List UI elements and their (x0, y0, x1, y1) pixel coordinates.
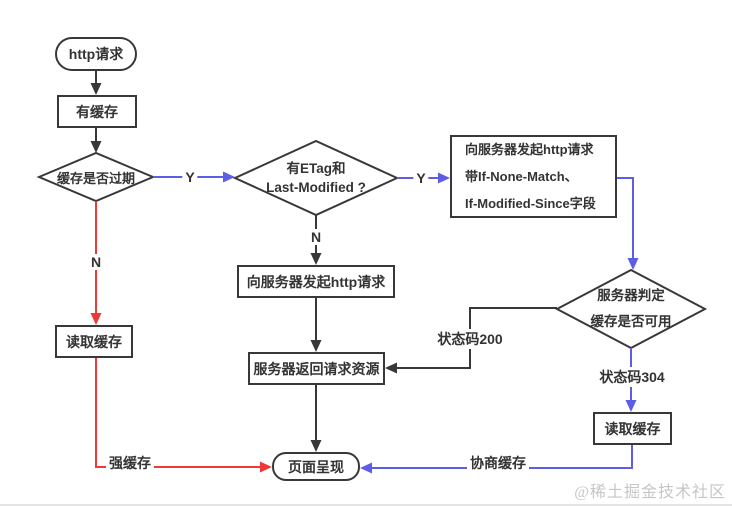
edge-label-status-200: 状态码200 (434, 329, 506, 349)
node-read-cache-left: 读取缓存 (55, 325, 133, 358)
edge-label-etag-no: N (307, 229, 325, 245)
edge-reqheaders-to-serverjudge (617, 177, 639, 270)
node-read-cache-right: 读取缓存 (593, 412, 672, 445)
edge-readcache-to-pagerender-strong (95, 358, 272, 473)
node-request-with-headers: 向服务器发起http请求 带If-None-Match、 If-Modified… (450, 135, 617, 218)
node-http-request: http请求 (55, 37, 137, 71)
edge-label-status-304: 状态码304 (596, 367, 668, 387)
edge-label-etag-yes: Y (413, 170, 429, 186)
node-request-with-headers-line3: If-Modified-Since字段 (465, 196, 596, 211)
edge-label-expired-no: N (87, 254, 105, 270)
diamond-server-judge (554, 268, 708, 350)
diamond-has-etag (232, 139, 400, 217)
edge-label-expired-yes: Y (182, 169, 198, 185)
watermark-text: @稀土掘金技术社区 (574, 484, 726, 501)
node-send-http-request: 向服务器发起http请求 (237, 265, 395, 298)
node-page-render: 页面呈现 (272, 452, 360, 481)
bottom-divider (0, 504, 732, 506)
node-server-return-resource: 服务器返回请求资源 (248, 352, 385, 385)
edge-label-negotiated-cache: 协商缓存 (467, 453, 529, 473)
edge-label-strong-cache: 强缓存 (106, 453, 154, 473)
node-request-with-headers-line2: 带If-None-Match、 (465, 169, 578, 184)
node-has-cache: 有缓存 (57, 95, 137, 128)
node-request-with-headers-line1: 向服务器发起http请求 (465, 142, 594, 157)
edge-readcache-to-pagerender-nego (360, 445, 633, 474)
diamond-cache-expired (36, 151, 156, 203)
